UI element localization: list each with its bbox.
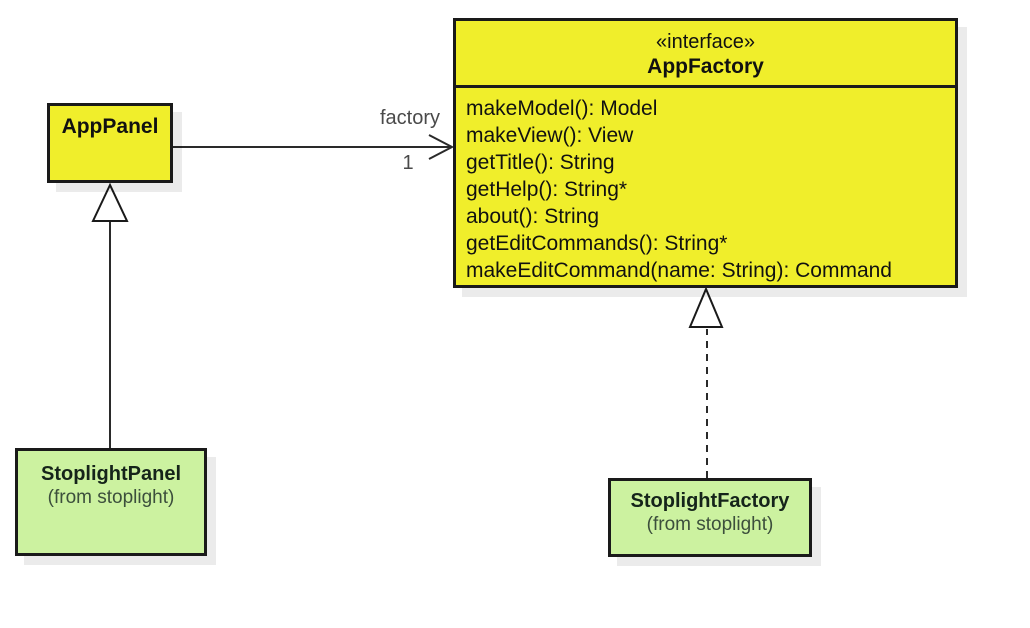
method-makemodel: makeModel(): Model — [466, 97, 658, 120]
class-box-stoplightpanel: StoplightPanel (from stoplight) — [15, 448, 207, 556]
stoplightfactory-package: (from stoplight) — [646, 514, 774, 535]
class-box-stoplightfactory: StoplightFactory (from stoplight) — [608, 478, 812, 557]
appfactory-title-compartment: «interface» AppFactory — [456, 21, 955, 88]
association-multiplicity-label: 1 — [402, 152, 414, 174]
method-about: about(): String — [466, 205, 600, 228]
class-box-appfactory: «interface» AppFactory makeModel(): Mode… — [453, 18, 958, 288]
method-makeview: makeView(): View — [466, 124, 634, 147]
stoplightpanel-package: (from stoplight) — [47, 487, 175, 508]
method-gettitle: getTitle(): String — [466, 151, 615, 174]
open-arrowhead-icon — [428, 134, 455, 160]
stoplightfactory-name: StoplightFactory — [630, 490, 790, 512]
method-makeeditcommand: makeEditCommand(name: String): Command — [466, 259, 892, 282]
method-geteditcommands: getEditCommands(): String* — [466, 232, 728, 255]
appfactory-methods-compartment: makeModel(): Model makeView(): View getT… — [456, 88, 955, 284]
appfactory-name: AppFactory — [647, 55, 764, 78]
class-box-apppanel: AppPanel — [47, 103, 173, 183]
apppanel-name: AppPanel — [61, 115, 159, 138]
association-role-label: factory — [379, 107, 440, 129]
appfactory-stereotype: «interface» — [656, 31, 755, 53]
hollow-triangle-icon — [91, 182, 129, 222]
hollow-triangle-icon — [688, 286, 724, 328]
stoplightpanel-name: StoplightPanel — [41, 463, 181, 485]
method-gethelp: getHelp(): String* — [466, 178, 628, 201]
